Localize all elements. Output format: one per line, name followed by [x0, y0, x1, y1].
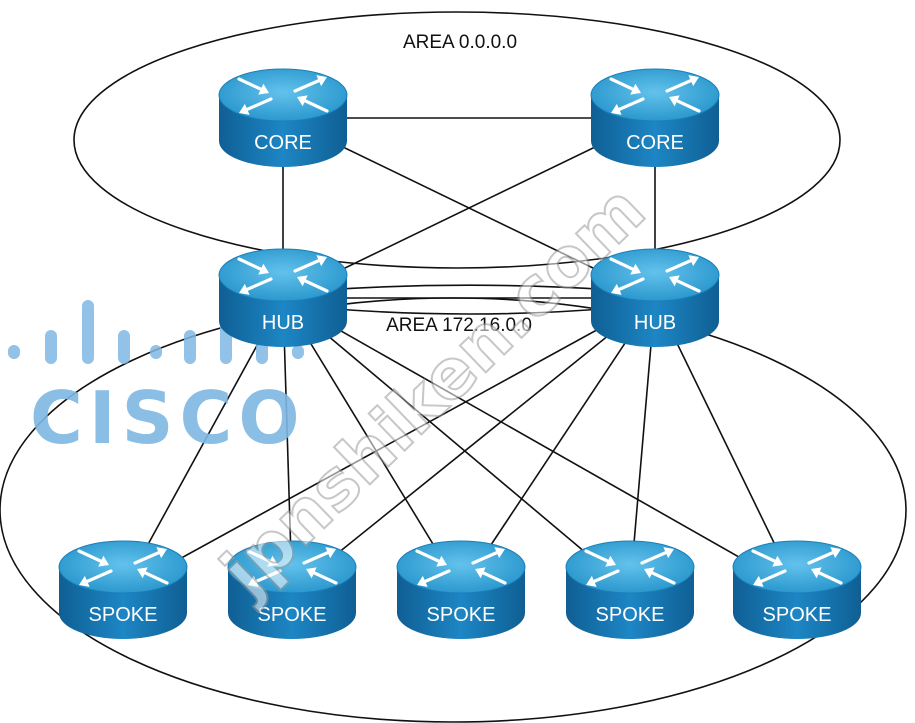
router-arrows-icon: [609, 75, 701, 115]
router-top: [218, 248, 348, 302]
cisco-logo-bar: [8, 345, 20, 359]
router-label: CORE: [254, 132, 312, 154]
cisco-logo-bar: [45, 330, 57, 364]
router-top: [58, 540, 188, 594]
router-arrows-icon: [751, 547, 843, 587]
link-hub2-spoke5: [654, 297, 798, 591]
link-hub2-spoke1: [122, 297, 656, 591]
router-arrows-icon: [584, 547, 676, 587]
cisco-logo-bar: [292, 345, 304, 359]
link-hub1-hub2-arc: [322, 284, 616, 291]
router-spoke3: SPOKE: [396, 540, 526, 639]
cisco-logo-bar: [118, 330, 130, 364]
router-label: SPOKE: [427, 604, 496, 626]
link-hub1-spoke4: [282, 297, 631, 591]
router-core1: CORE: [218, 68, 348, 167]
router-label: SPOKE: [89, 604, 158, 626]
router-spoke4: SPOKE: [565, 540, 695, 639]
routers-layer: CORE CORE HUB HUB SPOKE SPOKE SPOKE SPOKE SPOKE: [58, 68, 862, 639]
router-arrows-icon: [415, 547, 507, 587]
router-arrows-icon: [246, 547, 338, 587]
link-hub1-spoke3: [282, 297, 462, 591]
cisco-logo-bar: [150, 345, 162, 359]
router-spoke1: SPOKE: [58, 540, 188, 639]
router-spoke2: SPOKE: [227, 540, 357, 639]
router-hub2: HUB: [590, 248, 720, 347]
area-stub-label: AREA 172.16.0.0: [386, 315, 532, 336]
router-top: [732, 540, 862, 594]
router-label: SPOKE: [763, 604, 832, 626]
link-hub2-spoke3: [460, 297, 656, 591]
area-backbone-label: AREA 0.0.0.0: [403, 32, 517, 53]
router-arrows-icon: [77, 547, 169, 587]
cisco-logo-bar: [184, 330, 196, 364]
router-label: HUB: [262, 312, 304, 334]
link-hub1-spoke5: [282, 297, 798, 591]
router-top: [565, 540, 695, 594]
area-backbone-boundary: [73, 11, 841, 269]
link-hub1-hub2-arc: [322, 307, 616, 315]
link-hub2-spoke2: [291, 297, 656, 591]
router-label: HUB: [634, 312, 676, 334]
router-arrows-icon: [609, 255, 701, 295]
router-label: CORE: [626, 132, 684, 154]
router-label: SPOKE: [258, 604, 327, 626]
router-top: [396, 540, 526, 594]
router-label: SPOKE: [596, 604, 665, 626]
cisco-logo-wordmark: CISCO: [30, 376, 306, 460]
router-top: [218, 68, 348, 122]
cisco-logo-bar: [82, 300, 94, 364]
router-top: [590, 68, 720, 122]
router-hub1: HUB: [218, 248, 348, 347]
router-arrows-icon: [237, 75, 329, 115]
router-spoke5: SPOKE: [732, 540, 862, 639]
router-arrows-icon: [237, 255, 329, 295]
router-core2: CORE: [590, 68, 720, 167]
